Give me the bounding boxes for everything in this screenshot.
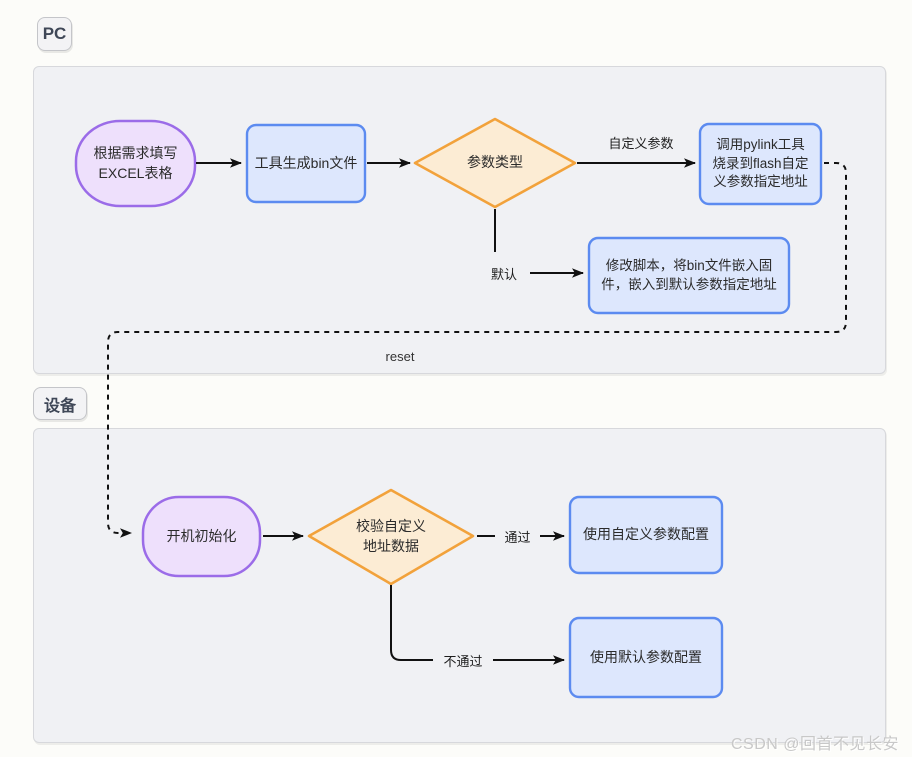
pc-section-panel <box>33 66 886 374</box>
node-gen-bin-label: 工具生成bin文件 <box>254 154 358 171</box>
decision-param-type-label: 参数类型 <box>467 154 523 171</box>
edge-label-reset: reset <box>385 348 415 364</box>
node-boot-init-label: 开机初始化 <box>166 527 237 544</box>
pc-section-label: PC <box>37 17 72 51</box>
edge-label-fail: 不通过 <box>433 649 493 671</box>
node-modify-script-label: 修改脚本，将bin文件嵌入固 件，嵌入到默认参数指定地址 <box>601 257 777 292</box>
edge-label-pass: 通过 <box>495 525 540 547</box>
device-section-label-text: 设备 <box>43 397 76 415</box>
node-fill-excel-label: 根据需求填写 EXCEL表格 <box>93 144 178 181</box>
device-section-label: 设备 <box>33 387 87 420</box>
device-section-panel <box>33 428 886 743</box>
node-use-custom-label: 使用自定义参数配置 <box>583 526 709 543</box>
csdn-watermark: CSDN @回首不见长安 <box>730 736 899 753</box>
node-use-default-label: 使用默认参数配置 <box>590 648 702 665</box>
pc-section-label-text: PC <box>42 24 67 43</box>
edge-label-default: 默认 <box>490 267 517 282</box>
edge-label-custom-param: 自定义参数 <box>608 135 674 151</box>
node-pylink-flash-label: 调用pylink工具 烧录到flash自定 义参数指定地址 <box>712 136 809 190</box>
decision-verify-addr-label: 校验自定义 地址数据 <box>356 517 426 554</box>
